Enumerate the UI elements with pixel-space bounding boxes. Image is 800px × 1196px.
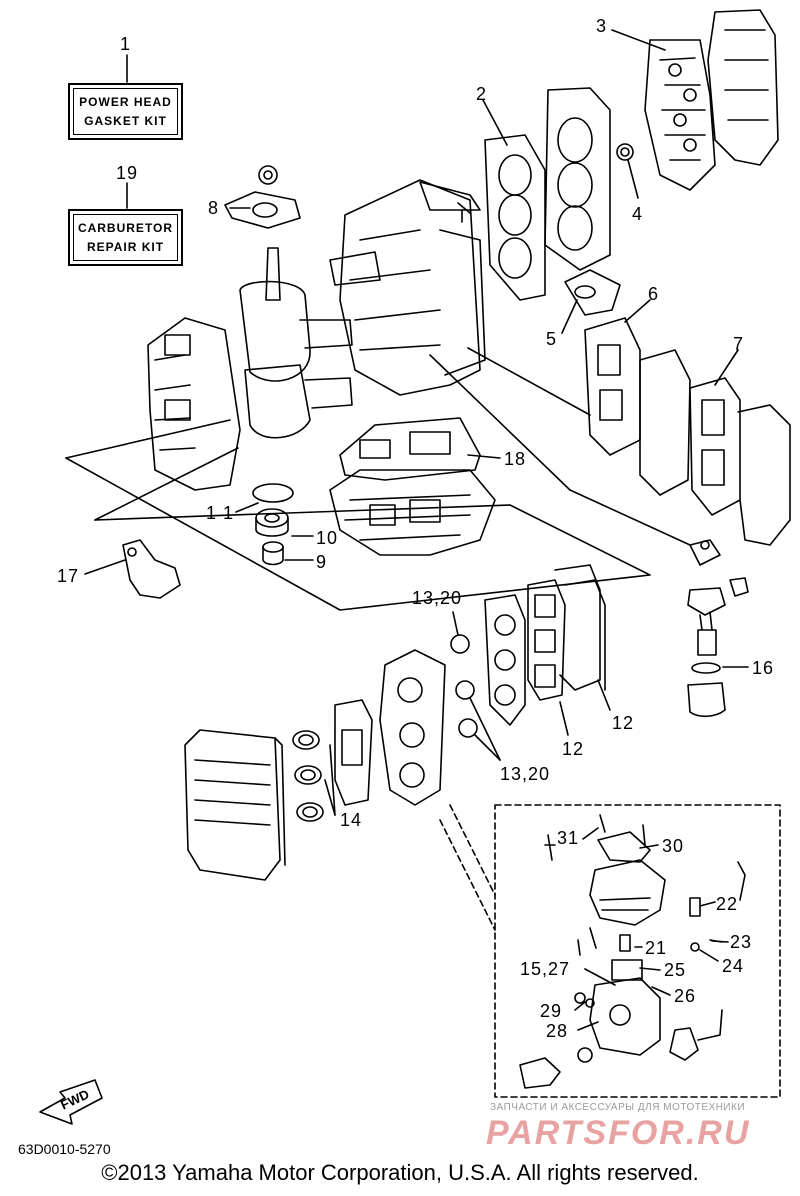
callout-7[interactable]: 7 bbox=[733, 334, 745, 354]
callout-26[interactable]: 26 bbox=[674, 986, 697, 1006]
leader-6 bbox=[624, 299, 651, 323]
part-7-gasket bbox=[689, 377, 791, 546]
kit-label-line1: CARBURETOR bbox=[77, 220, 174, 235]
leader-14a bbox=[324, 779, 336, 816]
part-10-seal bbox=[255, 508, 289, 537]
carburetor-repair-kit-label[interactable]: CARBURETOR REPAIR KIT bbox=[68, 209, 183, 266]
callout-13-20-upper[interactable]: 13,20 bbox=[412, 588, 463, 608]
drawing-number: 63D0010-5270 bbox=[18, 1141, 111, 1157]
callout-25[interactable]: 25 bbox=[664, 960, 687, 980]
leader-13-20a bbox=[452, 611, 459, 636]
kit-label-line2: REPAIR KIT bbox=[86, 239, 165, 254]
watermark-logo: PARTSFOR.RU bbox=[486, 1114, 751, 1152]
part-13-20-clips bbox=[450, 634, 478, 738]
callout-21[interactable]: 21 bbox=[645, 938, 668, 958]
callout-15-27[interactable]: 15,27 bbox=[520, 959, 571, 979]
part-11-o-ring bbox=[252, 483, 294, 503]
callout-29[interactable]: 29 bbox=[540, 1001, 563, 1021]
carb-detail-leaders bbox=[574, 827, 729, 1031]
part-6-gasket bbox=[584, 317, 691, 496]
part-18-base-gasket bbox=[329, 417, 496, 556]
leader-14b bbox=[329, 744, 336, 816]
leader-12b bbox=[597, 679, 611, 711]
detail-lead-line-b bbox=[439, 819, 496, 931]
callout-11[interactable]: 1 1 bbox=[206, 503, 235, 523]
kit-number-19[interactable]: 19 bbox=[116, 163, 139, 183]
leader-4 bbox=[627, 159, 639, 199]
assembly-guide-lines bbox=[429, 347, 691, 546]
leader-5 bbox=[561, 299, 578, 334]
callout-18[interactable]: 18 bbox=[504, 449, 527, 469]
part-5-gasket bbox=[564, 269, 621, 316]
callout-24[interactable]: 24 bbox=[722, 956, 745, 976]
callout-17[interactable]: 17 bbox=[57, 566, 80, 586]
leader-13-20b1 bbox=[469, 697, 501, 761]
power-head-gasket-kit-label[interactable]: POWER HEAD GASKET KIT bbox=[68, 83, 183, 140]
part-16-filter bbox=[687, 539, 749, 718]
carburetor-detail-parts bbox=[519, 814, 746, 1089]
callout-9[interactable]: 9 bbox=[316, 552, 328, 572]
callout-12-upper[interactable]: 12 bbox=[612, 713, 635, 733]
leader-12a bbox=[559, 701, 569, 736]
callout-23[interactable]: 23 bbox=[730, 932, 753, 952]
callout-14[interactable]: 14 bbox=[340, 810, 363, 830]
part-3-exhaust-cover bbox=[644, 9, 779, 191]
callout-4[interactable]: 4 bbox=[632, 204, 644, 224]
intake-silencer bbox=[184, 729, 286, 881]
part-2-head-gasket bbox=[484, 87, 611, 301]
part-4-seal bbox=[616, 143, 634, 161]
callout-2[interactable]: 2 bbox=[476, 84, 488, 104]
leader-18 bbox=[467, 454, 501, 459]
kit-number-1[interactable]: 1 bbox=[120, 34, 132, 54]
detail-lead-line-a bbox=[449, 804, 496, 896]
intake-manifold-left bbox=[147, 317, 241, 491]
crankshaft bbox=[239, 247, 381, 439]
callout-12-lower[interactable]: 12 bbox=[562, 739, 585, 759]
kit-label-line1: POWER HEAD bbox=[79, 94, 172, 109]
watermark-tagline: ЗАПЧАСТИ И АКСЕССУАРЫ ДЛЯ МОТОТЕХНИКИ bbox=[490, 1102, 746, 1113]
leader-7 bbox=[714, 349, 739, 386]
callout-16[interactable]: 16 bbox=[752, 658, 775, 678]
callout-30[interactable]: 30 bbox=[662, 836, 685, 856]
copyright-notice: ©2013 Yamaha Motor Corporation, U.S.A. A… bbox=[101, 1160, 699, 1185]
callout-13-20-lower[interactable]: 13,20 bbox=[500, 764, 551, 784]
callout-5[interactable]: 5 bbox=[546, 329, 558, 349]
group-outline-upper bbox=[65, 419, 651, 611]
carburetor-body bbox=[334, 649, 446, 806]
kit-label-line2: GASKET KIT bbox=[84, 113, 167, 128]
carburetor-detail-frame bbox=[494, 804, 781, 1098]
part-14-rings bbox=[292, 730, 324, 822]
leader-11 bbox=[235, 502, 259, 513]
engine-block bbox=[339, 179, 486, 396]
fwd-arrow-shape bbox=[39, 1079, 103, 1125]
callout-10[interactable]: 10 bbox=[316, 528, 339, 548]
part-8-gasket bbox=[224, 165, 301, 229]
part-17-elbow bbox=[122, 539, 181, 599]
leader-2 bbox=[482, 99, 508, 146]
part-12-gaskets bbox=[484, 564, 606, 726]
callout-22[interactable]: 22 bbox=[716, 894, 739, 914]
callout-6[interactable]: 6 bbox=[648, 284, 660, 304]
leader-17 bbox=[84, 559, 126, 575]
callout-8[interactable]: 8 bbox=[208, 198, 220, 218]
callout-28[interactable]: 28 bbox=[546, 1021, 569, 1041]
callout-3[interactable]: 3 bbox=[596, 16, 608, 36]
leader-13-20b2 bbox=[474, 734, 501, 761]
leader-3 bbox=[611, 29, 666, 51]
part-9-bushing bbox=[262, 541, 284, 566]
callout-31[interactable]: 31 bbox=[557, 828, 580, 848]
